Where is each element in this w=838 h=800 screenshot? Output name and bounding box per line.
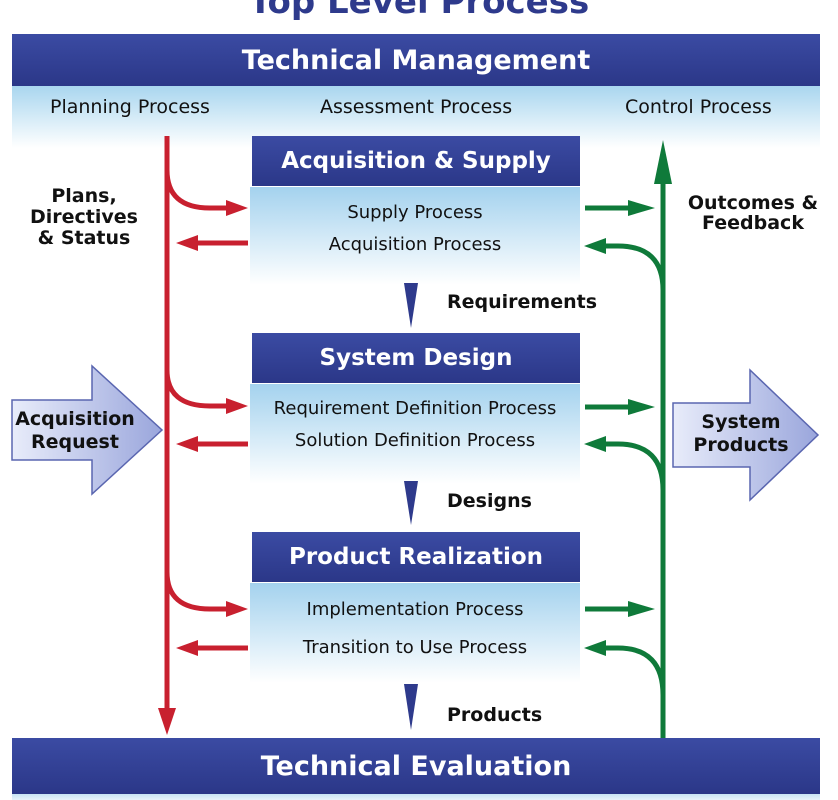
acquisition-request-label: Acquisition Request <box>15 408 135 453</box>
system-products-label: System Products <box>693 411 789 456</box>
designs-label: Designs <box>447 490 532 512</box>
product-realization-body <box>250 583 580 683</box>
system-design-header: System Design <box>252 333 580 383</box>
acquisition-supply-body <box>250 187 580 285</box>
technical-management-band: Technical Management <box>12 34 820 86</box>
requirement-definition-process: Requirement Definition Process <box>273 398 557 419</box>
acquisition-process: Acquisition Process <box>328 234 502 255</box>
assessment-process-label: Assessment Process <box>320 96 513 118</box>
green-feedback-heads <box>584 238 606 656</box>
plans-directives-status-label: Plans, Directives & Status <box>30 185 138 249</box>
system-design-body <box>250 384 580 484</box>
technical-evaluation-band: Technical Evaluation <box>12 738 820 794</box>
outcomes-feedback-label: Outcomes & Feedback <box>687 192 819 234</box>
red-return-lines <box>196 240 248 651</box>
red-return-heads <box>176 235 198 656</box>
control-process-label: Control Process <box>625 96 772 118</box>
system-products-arrow <box>672 368 820 502</box>
product-realization-header: Product Realization <box>252 532 580 582</box>
supply-process: Supply Process <box>347 202 483 223</box>
solution-definition-process: Solution Definition Process <box>294 430 536 451</box>
acquisition-supply-header: Acquisition & Supply <box>252 136 580 186</box>
planning-process-label: Planning Process <box>50 96 210 118</box>
diagram-title: Top Level Process <box>248 0 590 22</box>
technical-evaluation-strip <box>12 794 820 800</box>
transition-to-use-process: Transition to Use Process <box>302 637 528 658</box>
red-branch-out-heads <box>226 200 248 617</box>
stage-down-arrows <box>404 283 418 730</box>
red-branches-out <box>164 169 228 612</box>
requirements-label: Requirements <box>447 291 598 313</box>
green-out-heads <box>628 200 655 617</box>
green-flow-arrowhead <box>654 140 672 184</box>
green-feedback-curves <box>604 243 666 696</box>
red-flow-arrowhead <box>158 708 176 735</box>
green-out-lines <box>585 205 630 612</box>
acquisition-request-arrow <box>11 364 164 496</box>
products-label: Products <box>447 704 543 726</box>
implementation-process: Implementation Process <box>306 599 524 620</box>
